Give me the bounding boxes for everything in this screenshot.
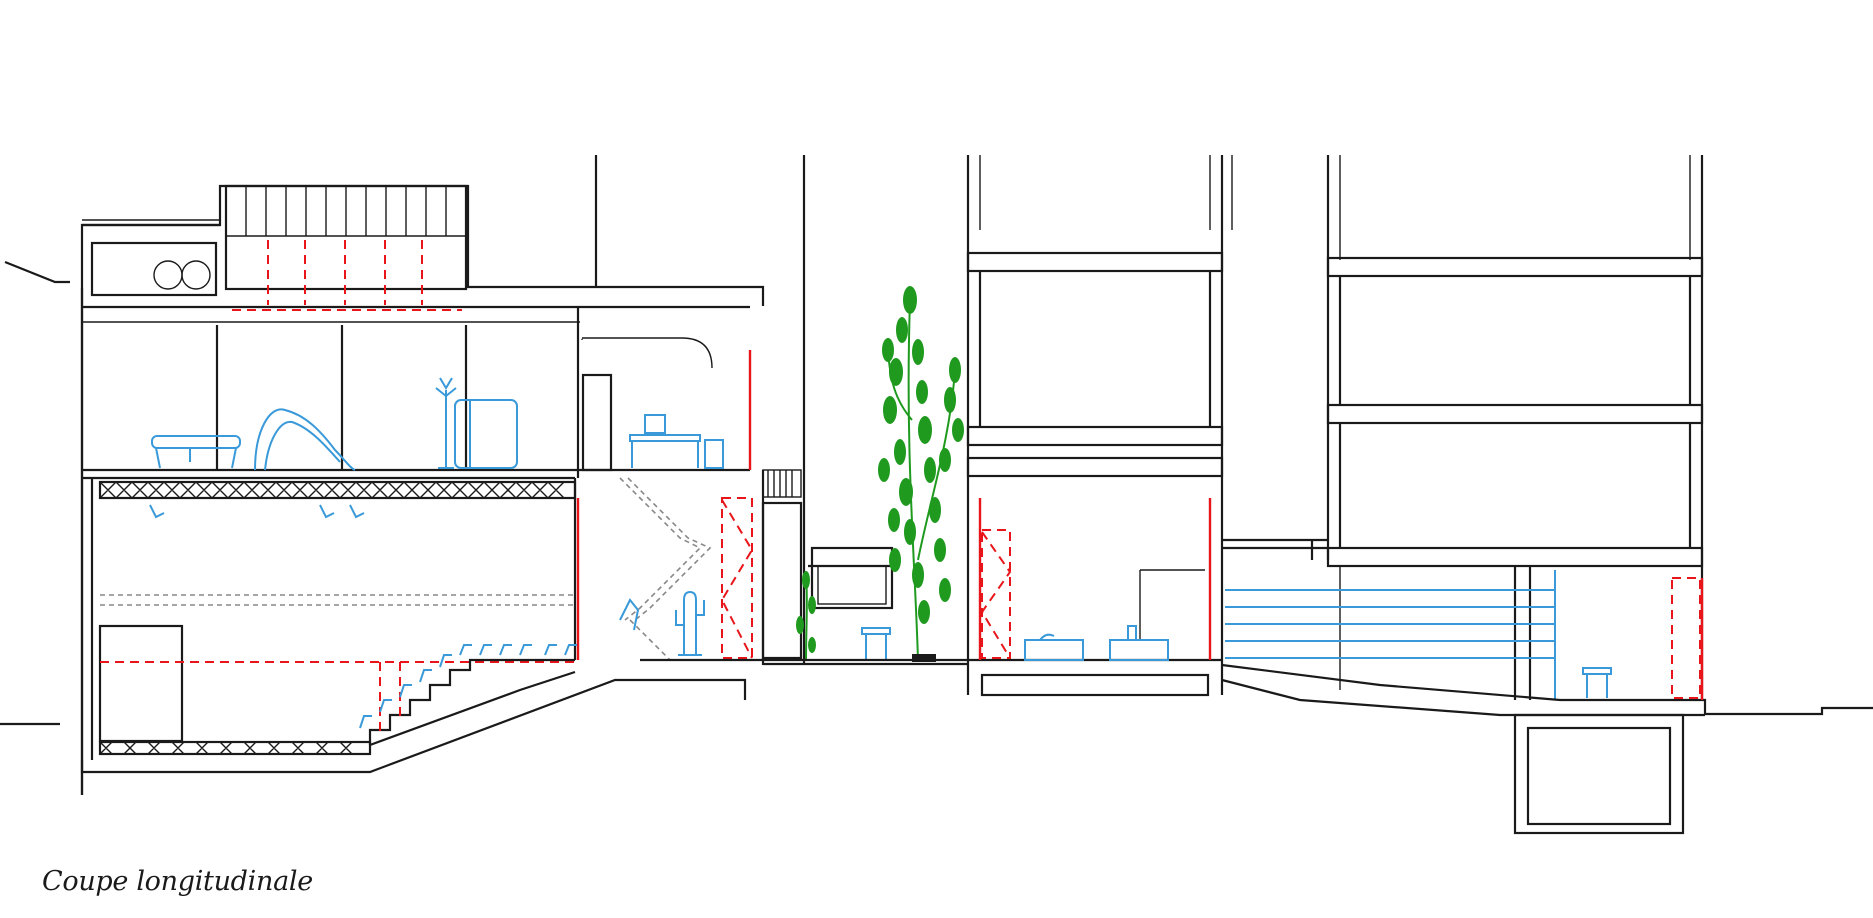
drawing-caption: Coupe longitudinale bbox=[42, 866, 313, 897]
building-left bbox=[0, 184, 765, 795]
building-right bbox=[1221, 155, 1873, 835]
furniture bbox=[149, 377, 1612, 729]
building-middle bbox=[966, 155, 1233, 697]
stair-core bbox=[581, 155, 806, 665]
courtyard bbox=[763, 286, 968, 666]
